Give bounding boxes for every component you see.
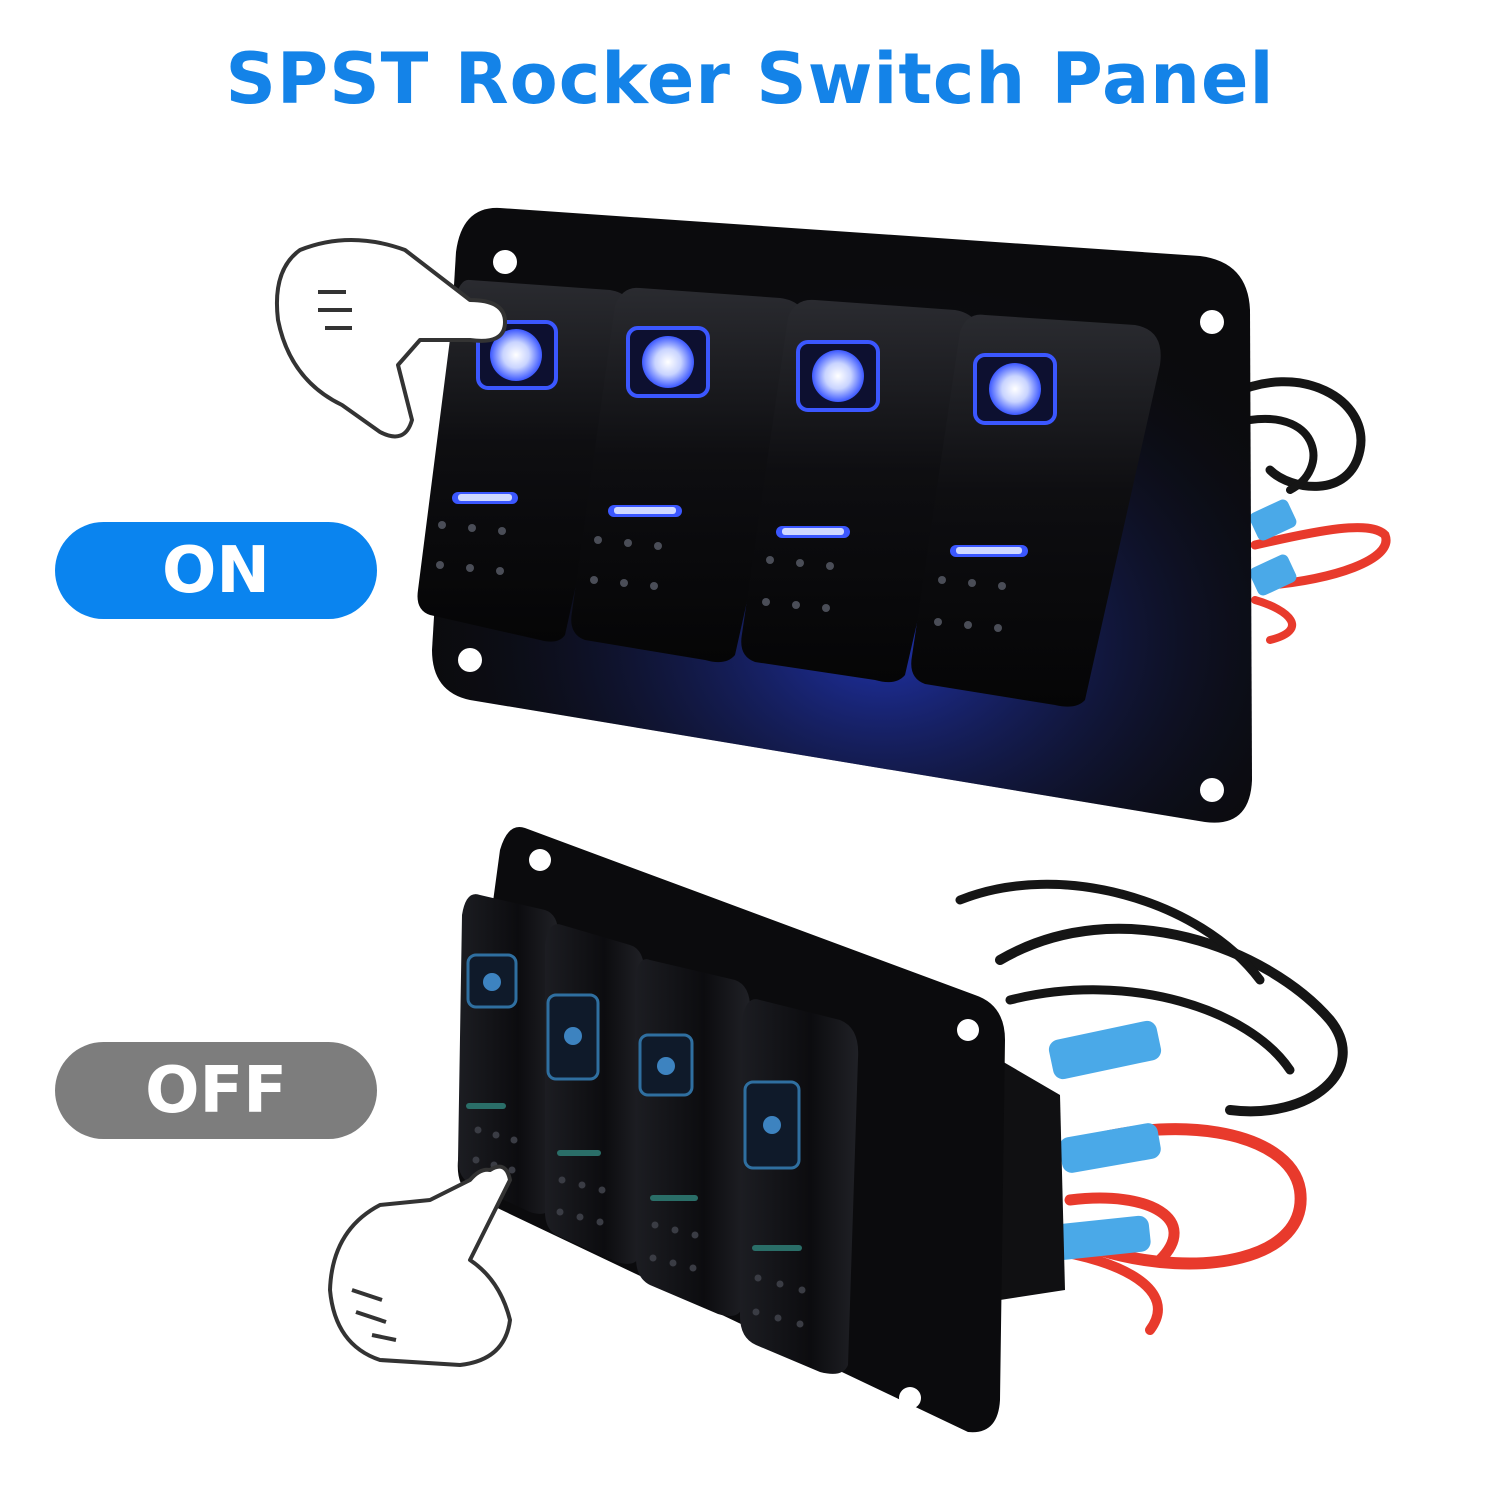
on-state-label: ON [162,533,270,608]
rocker-switch-on-3 [741,299,981,683]
switch-texture-dots [472,1126,806,1328]
rocker-switch-off-2 [544,924,645,1264]
pointing-hand-icon [275,238,507,439]
wires-top [1225,377,1391,644]
mount-hole [957,1019,979,1041]
off-state-badge: OFF [55,1042,377,1139]
page-title: SPST Rocker Switch Panel [225,38,1275,120]
mount-hole [529,849,551,871]
rocker-switch-off-1 [458,894,559,1214]
pointing-hand-icon [328,1164,512,1367]
off-state-label: OFF [145,1053,287,1128]
rocker-switch-on-4 [911,314,1161,707]
rocker-switch-on-2 [571,287,807,663]
rocker-switch-on-1 [417,279,634,642]
mount-hole [1200,310,1224,334]
panel-off [457,826,1348,1433]
mount-hole [493,250,517,274]
rocker-switch-off-4 [740,999,859,1374]
mount-hole [899,1387,921,1409]
on-state-badge: ON [55,522,377,619]
wires-bottom [955,879,1348,1335]
switch-texture-dots [436,521,1006,632]
mount-hole [458,648,482,672]
panel-on [417,207,1391,823]
rocker-switch-off-3 [635,959,751,1316]
mount-hole [1200,778,1224,802]
